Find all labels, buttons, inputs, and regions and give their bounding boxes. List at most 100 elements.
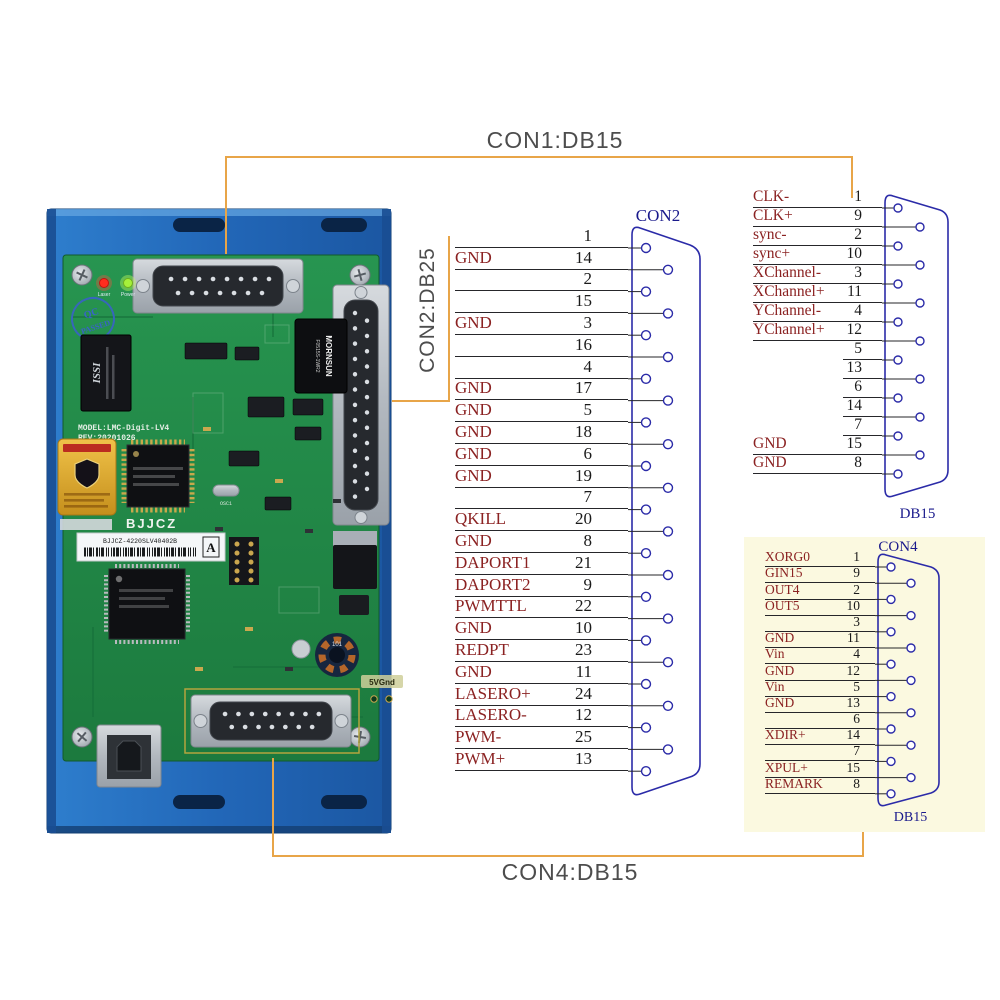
pin-row: 7 xyxy=(753,416,882,436)
pin-row: 4 xyxy=(455,357,628,379)
pin-number: 21 xyxy=(575,552,592,572)
mornsun-label: MORNSUN xyxy=(324,335,333,377)
silkscreen-outline xyxy=(184,688,360,754)
pin-row: GND 8 xyxy=(753,454,882,474)
db25-connector-drawing xyxy=(628,226,701,796)
pin-number: 13 xyxy=(575,748,592,768)
pin-signal-label: GND xyxy=(455,421,492,441)
pin-row: XChannel+ 11 xyxy=(753,283,882,303)
pin-number: 11 xyxy=(847,630,860,646)
pin-row: GND 15 xyxy=(753,435,882,455)
pin-row: sync+ 10 xyxy=(753,245,882,265)
pin-number: 24 xyxy=(575,683,592,703)
pin-row: PWM+ 13 xyxy=(455,749,628,771)
issi-chip-label: ISSI xyxy=(91,362,103,385)
connector-pin xyxy=(906,578,916,588)
pin-signal-label: XPUL+ xyxy=(765,759,808,775)
pin-number: 15 xyxy=(575,291,592,311)
db15-connector-bottom xyxy=(190,694,352,748)
connector-pin xyxy=(640,504,652,515)
pin-row: 13 xyxy=(753,359,882,379)
con4-pin-table: XORG0 1 GIN15 9 OUT4 2 OUT5 10 3 GND 11 … xyxy=(765,549,875,794)
connector-pin xyxy=(915,222,925,232)
pin-number: 13 xyxy=(846,359,863,376)
pin-number: 4 xyxy=(854,302,862,319)
pin-row: 16 xyxy=(455,335,628,357)
power-led xyxy=(123,278,133,288)
corner-screw xyxy=(349,726,371,748)
connector-pin xyxy=(893,203,903,213)
pin-number: 9 xyxy=(853,565,860,581)
connector-pin xyxy=(886,691,896,702)
connector-pin xyxy=(640,591,652,602)
pin-signal-label: GND xyxy=(765,662,795,678)
pin-signal-label: OUT5 xyxy=(765,597,800,613)
pin-number: 10 xyxy=(846,597,861,613)
connector-pin xyxy=(662,438,674,450)
connector-pin xyxy=(886,659,896,669)
con1-connector-caption: DB15 xyxy=(899,506,936,522)
brand-silkscreen: BJJCZ xyxy=(126,516,177,531)
pin-row: OUT5 10 xyxy=(765,597,875,616)
pin-row: 7 xyxy=(765,743,875,762)
pin-signal-label: Vin xyxy=(765,678,785,694)
pin-signal-label: XORG0 xyxy=(765,549,811,565)
connector-pin xyxy=(662,395,674,406)
pin-signal-label: PWM+ xyxy=(455,748,506,768)
pin-signal-label: REMARK xyxy=(765,775,823,791)
pin-number: 4 xyxy=(853,646,860,662)
pin-number: 12 xyxy=(846,321,863,338)
connector-pin xyxy=(915,412,925,422)
pin-row: GND 19 xyxy=(455,466,628,488)
pin-signal-label: GND xyxy=(455,465,492,485)
pin-header xyxy=(229,537,259,585)
pin-number: 19 xyxy=(575,465,592,485)
pin-signal-label: sync- xyxy=(753,226,787,243)
mornsun-part-number: F0515S-1WR2 xyxy=(314,339,320,372)
connector-pin xyxy=(893,469,903,479)
con4-connector-title: CON4 xyxy=(878,539,918,555)
pin-row: GND 14 xyxy=(455,248,628,270)
pin-number: 17 xyxy=(575,378,592,398)
connector-pin xyxy=(886,724,896,734)
con4-connector-caption: DB15 xyxy=(893,810,928,825)
connector-pin xyxy=(662,744,674,755)
connector-pin xyxy=(640,373,652,385)
pin-signal-label: GND xyxy=(753,454,787,471)
pin-number: 7 xyxy=(854,416,862,433)
connector-pin xyxy=(640,460,652,472)
pin-signal-label: DAPORT2 xyxy=(455,574,531,594)
toroid-inductor: 101 xyxy=(291,633,359,677)
pin-row: sync- 2 xyxy=(753,226,882,246)
power-led-label: Power xyxy=(121,292,136,298)
connector-pin xyxy=(886,594,896,605)
pin-number: 15 xyxy=(846,759,861,775)
con4-panel xyxy=(744,537,985,832)
connector-pin xyxy=(886,789,896,799)
pin-row: 5 xyxy=(753,340,882,360)
pin-row: 6 xyxy=(753,378,882,398)
connector-pin xyxy=(640,548,652,559)
pin-number: 8 xyxy=(583,530,593,550)
pin-number: 2 xyxy=(854,226,862,243)
pin-row: GND 11 xyxy=(765,630,875,649)
pin-signal-label: GND xyxy=(765,630,795,646)
pin-row: 6 xyxy=(765,711,875,730)
connector-pin xyxy=(662,264,674,275)
pin-signal-label: GND xyxy=(765,694,795,710)
connector-pin xyxy=(893,355,903,365)
pin-number: 7 xyxy=(853,743,860,759)
pin-row: GND 5 xyxy=(455,400,628,423)
pin-row: GND 11 xyxy=(455,662,628,684)
pin-signal-label: YChannel+ xyxy=(753,321,825,338)
usb-b-port xyxy=(96,724,162,788)
pin-number: 14 xyxy=(575,247,592,267)
pin-row: GND 17 xyxy=(455,378,628,401)
pin-number: 6 xyxy=(853,711,860,727)
con2-db25-heading: CON2:DB25 xyxy=(416,247,439,373)
connector-pin xyxy=(893,241,903,251)
pin-row: YChannel- 4 xyxy=(753,302,882,322)
pin-number: 14 xyxy=(846,727,861,743)
pin-number: 15 xyxy=(846,435,863,452)
pin-signal-label: LASERO+ xyxy=(455,683,531,703)
